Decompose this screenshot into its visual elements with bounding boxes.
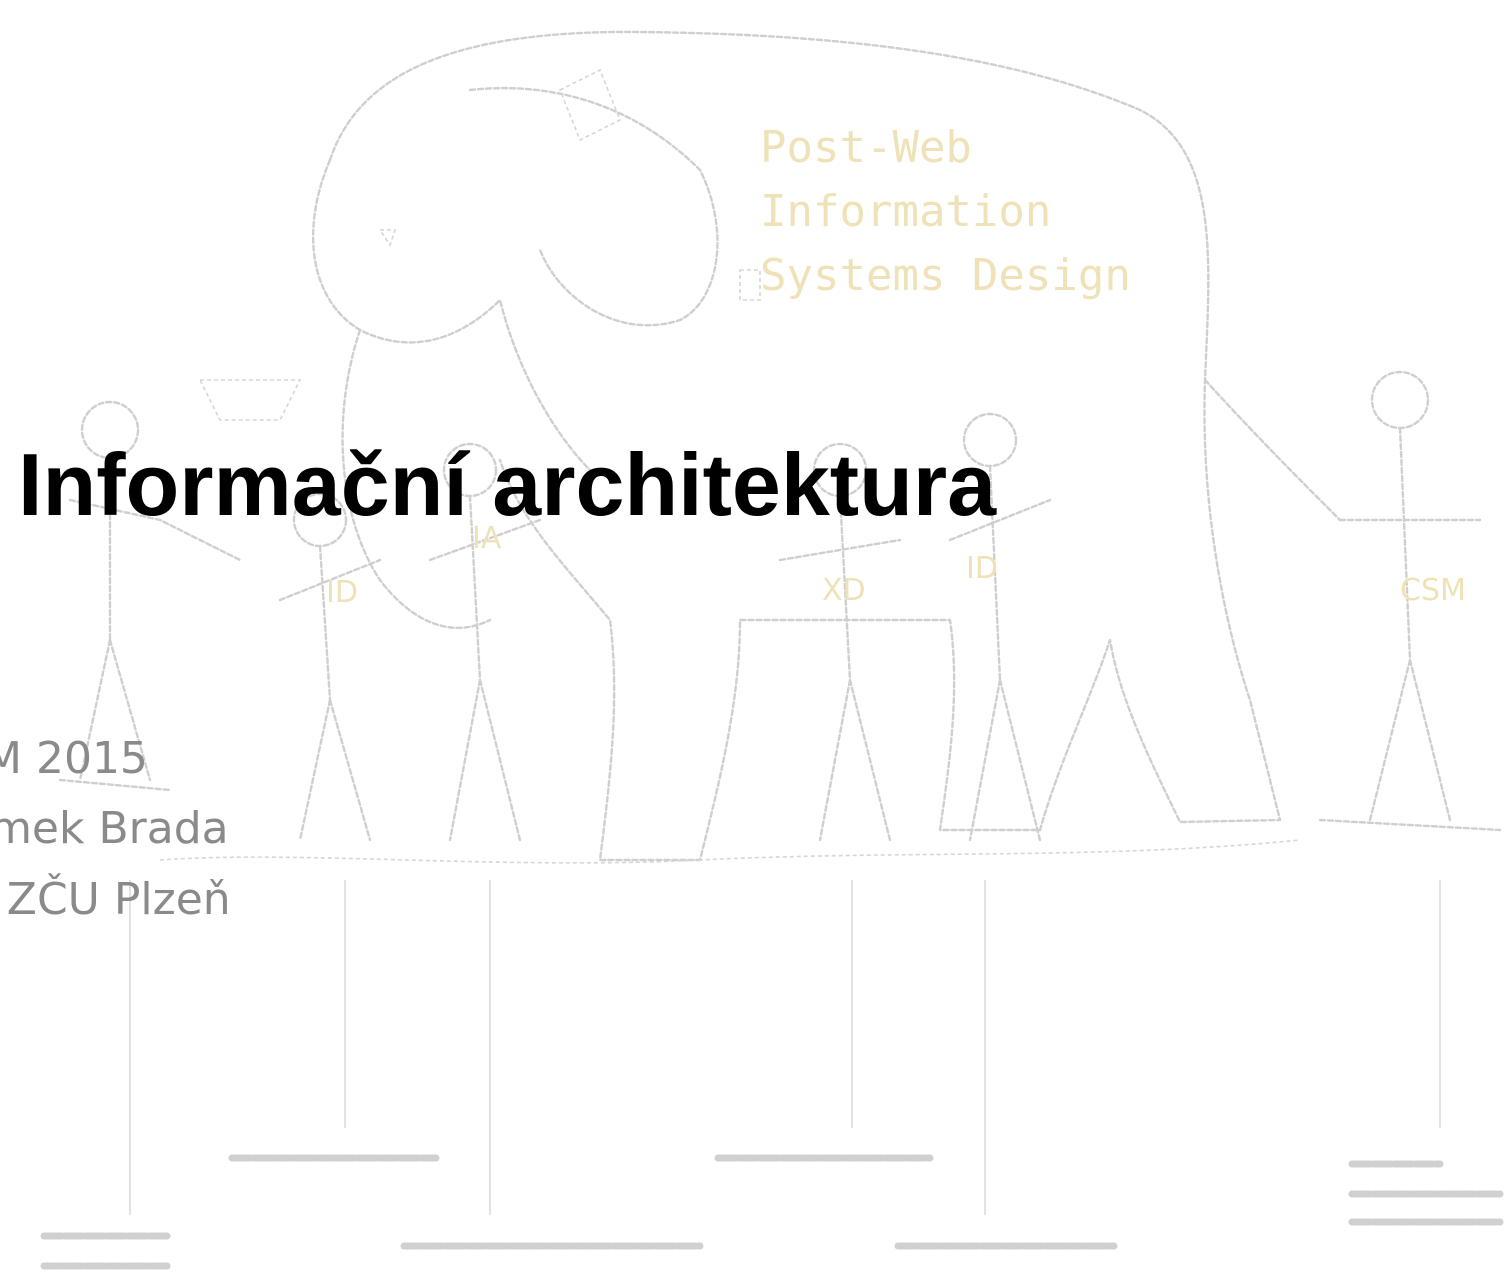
subtitle-author: emek Brada — [0, 803, 229, 854]
figure-5 — [948, 412, 1052, 842]
subtitle-term: M 2015 — [0, 733, 148, 784]
illustration-heading-line-2: Information — [760, 186, 1051, 237]
subtitle-institution: / ZČU Plzeň — [0, 874, 231, 925]
figure-4 — [778, 442, 902, 842]
figure-tag-3: XD — [822, 573, 866, 608]
figure-tag-5: CSM — [1400, 573, 1466, 608]
elephant-outline — [328, 30, 1282, 862]
figure-1 — [58, 400, 242, 792]
illustration-heading-line-3: Systems Design — [760, 250, 1131, 301]
figure-tag-2: IA — [472, 521, 502, 556]
illustration-heading-line-1: Post-Web — [760, 122, 972, 173]
elephant-ear — [468, 86, 719, 327]
elephant-head — [312, 158, 592, 472]
figure-tag-1: ID — [326, 575, 358, 610]
figure-3 — [428, 442, 542, 842]
elephant-tail — [1203, 378, 1342, 522]
slide-title: Informační architektura — [18, 435, 997, 534]
figure-tag-4: ID — [966, 551, 998, 586]
figure-2 — [278, 492, 382, 842]
figure-6 — [1318, 370, 1502, 832]
